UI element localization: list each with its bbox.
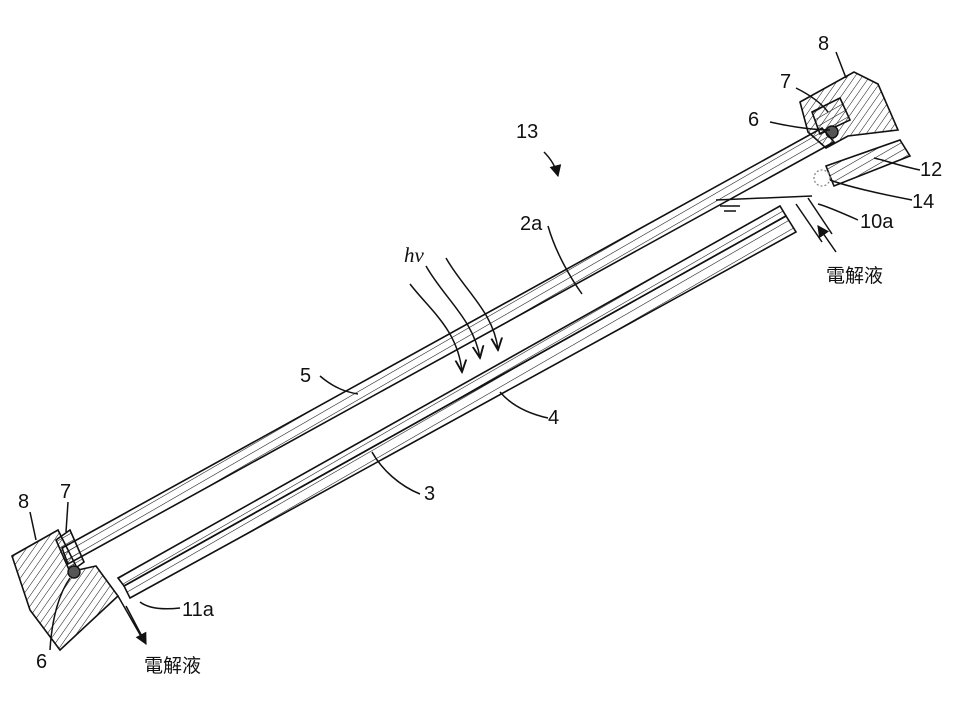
leader-4: [500, 392, 548, 418]
window-plate: [62, 128, 834, 564]
electrolyte-in-label: 電解液: [826, 265, 883, 287]
label-7-right: 7: [780, 71, 791, 93]
leader-8-left: [30, 512, 36, 540]
layer-4: [118, 206, 786, 586]
substrate-3: [124, 216, 796, 598]
outlet-channel-a: [118, 596, 142, 638]
label-hv: hν: [404, 243, 425, 267]
label-11a: 11a: [182, 599, 215, 621]
label-12: 12: [920, 159, 942, 181]
label-2a: 2a: [520, 213, 543, 235]
label-4: 4: [548, 407, 559, 429]
inlet-channel-a: [796, 204, 822, 242]
label-5: 5: [300, 365, 311, 387]
label-6-left: 6: [36, 651, 47, 673]
label-8-left: 8: [18, 491, 29, 513]
oring-left: [68, 566, 80, 578]
electrolyte-out-label: 電解液: [144, 655, 201, 677]
part-12: [826, 140, 910, 186]
outlet-arrow: [126, 606, 146, 644]
label-8-right: 8: [818, 33, 829, 55]
label-6-right: 6: [748, 109, 759, 131]
label-3: 3: [424, 483, 435, 505]
bubble-14: [814, 170, 830, 186]
cell-arrow: [544, 152, 558, 176]
label-14: 14: [912, 191, 934, 213]
label-13: 13: [516, 121, 538, 143]
label-7-left: 7: [60, 481, 71, 503]
leader-10a: [818, 204, 858, 220]
label-10a: 10a: [860, 211, 894, 233]
leader-7-left: [66, 502, 68, 532]
leader-8-right: [836, 52, 846, 78]
leader-11a: [140, 602, 180, 609]
